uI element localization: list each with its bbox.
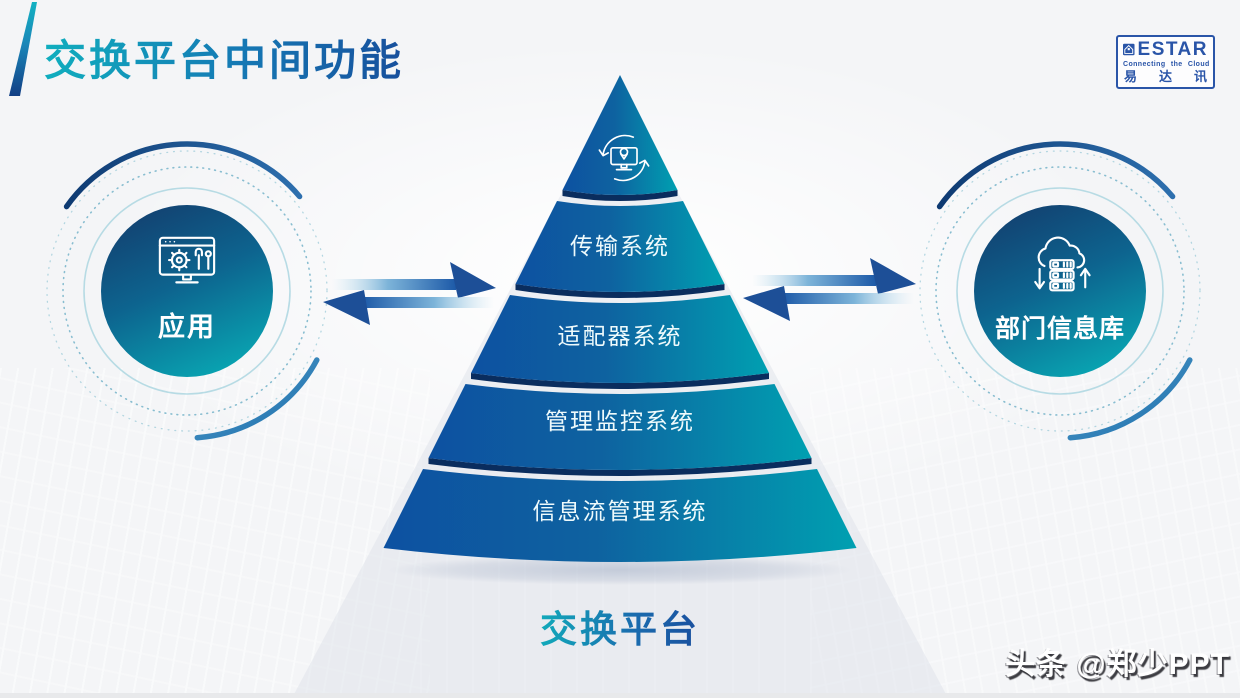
pyramid-ground-shadow (388, 555, 852, 585)
right-exchange-arrows-icon (743, 258, 916, 321)
page-title: 交换平台中间功能 (44, 27, 404, 88)
title-slash-decoration (9, 2, 37, 96)
logo-brand-text: ESTAR (1137, 39, 1208, 60)
pyramid-level-3-label: 管理监控系统 (545, 408, 695, 434)
pyramid-caption: 交换平台 (540, 599, 700, 653)
pyramid-level-1-segment (515, 201, 725, 292)
estar-logo-icon (1123, 43, 1135, 56)
logo-chinese-name: 易达讯 (1123, 69, 1229, 84)
cloud-database-sync-icon (1034, 236, 1091, 292)
pyramid (383, 75, 857, 585)
bottom-strip (0, 693, 1240, 698)
left-exchange-arrows-icon (323, 262, 496, 325)
pyramid-level-2-segment (471, 295, 769, 383)
logo-tagline: Connecting the Cloud (1123, 61, 1210, 68)
right-node-label: 部门信息库 (994, 315, 1126, 343)
left-node-label: 应用 (158, 312, 216, 342)
estar-logo: ESTAR Connecting the Cloud 易达讯 (1116, 35, 1215, 89)
left-node-rings (46, 141, 328, 441)
sync-monitor-location-icon (598, 134, 650, 182)
pyramid-level-4-label: 信息流管理系统 (532, 498, 708, 524)
pyramid-level-4-segment (383, 469, 857, 562)
pyramid-level-1-label: 传输系统 (570, 233, 670, 259)
pyramid-level-2-label: 适配器系统 (557, 323, 683, 349)
app-settings-monitor-icon (158, 236, 216, 284)
watermark: 头条 @郑少PPT (1005, 648, 1230, 681)
pyramid-level-3-segment (428, 384, 812, 470)
